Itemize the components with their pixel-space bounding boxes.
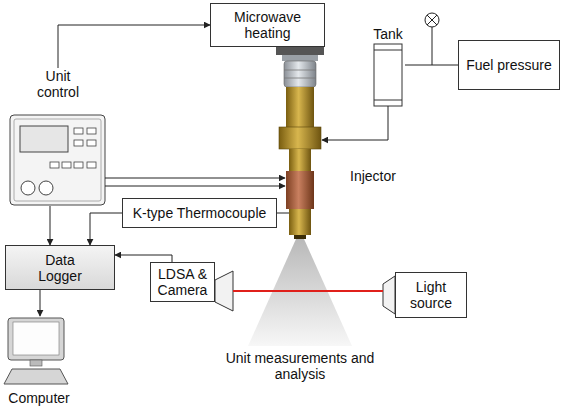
connector-arrow	[90, 213, 122, 245]
valve-symbol	[425, 13, 439, 27]
control-knob	[21, 181, 35, 195]
thermocouple-wire	[277, 213, 289, 214]
nozzle-tip	[294, 235, 306, 239]
connector-arrow	[58, 25, 210, 68]
note-label: Unit measurements and analysis	[222, 350, 378, 382]
injector-head	[284, 61, 316, 87]
process-box: Fuel pressure	[458, 40, 560, 90]
control-button	[87, 162, 96, 168]
control-button	[74, 128, 83, 134]
camera-lens	[215, 271, 233, 311]
node-heading: Unit control	[29, 68, 87, 100]
control-button	[50, 162, 59, 168]
computer-stand	[30, 360, 42, 366]
node-heading: Tank	[373, 26, 403, 42]
fuel-line	[322, 106, 388, 140]
tank-band	[374, 50, 402, 51]
control-button	[87, 140, 96, 146]
light-source-box: Light source	[395, 272, 467, 318]
spray-cone	[248, 239, 352, 346]
control-unit: Unit control	[8, 68, 108, 206]
computer-monitor	[8, 318, 64, 360]
heating-sleeve	[286, 171, 314, 209]
injector-nut	[279, 127, 321, 149]
control-wire	[105, 186, 285, 187]
control-screen	[20, 126, 68, 152]
sensor-box: K-type Thermocouple	[122, 198, 277, 228]
tank-band	[374, 100, 402, 101]
control-wire	[105, 178, 285, 179]
computer-keyboard	[4, 369, 68, 384]
box-label: Microwave heating	[215, 9, 320, 41]
injector-nozzle	[289, 209, 311, 235]
valve-cross	[427, 15, 437, 25]
connector-arrow	[115, 255, 172, 262]
injector-body	[286, 87, 314, 127]
box-label: Data Logger	[29, 252, 91, 284]
control-button	[62, 162, 71, 168]
microwave-outlet	[276, 47, 324, 55]
control-button	[87, 128, 96, 134]
box-label: LDSA & Camera	[155, 266, 210, 298]
node-heading: Computer	[8, 390, 69, 406]
valve-cross	[427, 15, 437, 25]
box-label: K-type Thermocouple	[133, 205, 267, 221]
valve-stem	[432, 27, 433, 65]
injector-ring	[284, 70, 316, 71]
injector-cap	[282, 55, 318, 61]
injector-neck	[289, 149, 311, 171]
computer-screen	[13, 322, 59, 355]
computer-icon: Computer	[2, 316, 76, 406]
injector-ring	[284, 78, 316, 79]
data-logger-box: Data Logger	[5, 245, 115, 290]
control-device	[10, 115, 105, 205]
control-knob	[39, 181, 53, 195]
box-label: Fuel pressure	[466, 57, 552, 73]
fuel-tank: Tank	[371, 26, 405, 106]
connector-arrow	[405, 65, 458, 66]
laser-beam	[233, 290, 383, 292]
process-box: Microwave heating	[210, 3, 325, 47]
lamp-head	[383, 276, 395, 314]
box-label: Light source	[405, 279, 457, 311]
connector-arrow	[50, 206, 51, 245]
control-button	[74, 140, 83, 146]
camera-box: LDSA & Camera	[150, 262, 215, 302]
tank-cylinder	[374, 44, 402, 106]
connector-arrow	[40, 290, 41, 316]
control-button	[74, 162, 83, 168]
control-panel	[14, 119, 101, 201]
part-label: Injector	[338, 168, 408, 184]
